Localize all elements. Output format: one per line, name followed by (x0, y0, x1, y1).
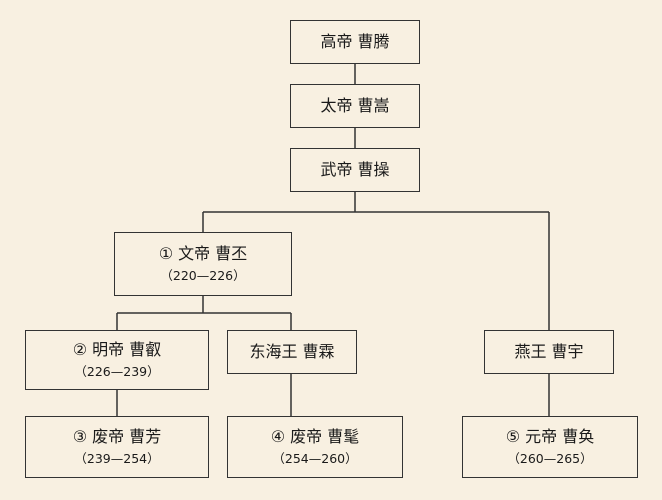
node-label: 武帝 曹操 (320, 160, 390, 179)
node-cao-teng: 高帝 曹腾 (290, 20, 420, 64)
node-label: 东海王 曹霖 (249, 342, 335, 361)
node-label: ⑤ 元帝 曹奂 (505, 427, 595, 446)
node-years: （220—226） (160, 268, 246, 283)
node-label: ② 明帝 曹叡 (72, 340, 162, 359)
node-label: ③ 废帝 曹芳 (72, 427, 162, 446)
node-cao-rui: ② 明帝 曹叡 （226—239） (25, 330, 209, 390)
node-cao-fang: ③ 废帝 曹芳 （239—254） (25, 416, 209, 478)
node-years: （254—260） (272, 451, 358, 466)
node-cao-mao: ④ 废帝 曹髦 （254—260） (227, 416, 403, 478)
node-cao-song: 太帝 曹嵩 (290, 84, 420, 128)
node-cao-cao: 武帝 曹操 (290, 148, 420, 192)
node-label: ④ 废帝 曹髦 (270, 427, 360, 446)
node-label: ① 文帝 曹丕 (158, 244, 248, 263)
node-cao-yu: 燕王 曹宇 (484, 330, 614, 374)
node-label: 高帝 曹腾 (320, 32, 390, 51)
node-years: （226—239） (74, 364, 160, 379)
node-years: （239—254） (74, 451, 160, 466)
node-years: （260—265） (507, 451, 593, 466)
node-cao-pi: ① 文帝 曹丕 （220—226） (114, 232, 292, 296)
node-cao-huan: ⑤ 元帝 曹奂 （260—265） (462, 416, 638, 478)
node-label: 太帝 曹嵩 (320, 96, 390, 115)
node-label: 燕王 曹宇 (514, 342, 584, 361)
node-cao-lin: 东海王 曹霖 (227, 330, 357, 374)
